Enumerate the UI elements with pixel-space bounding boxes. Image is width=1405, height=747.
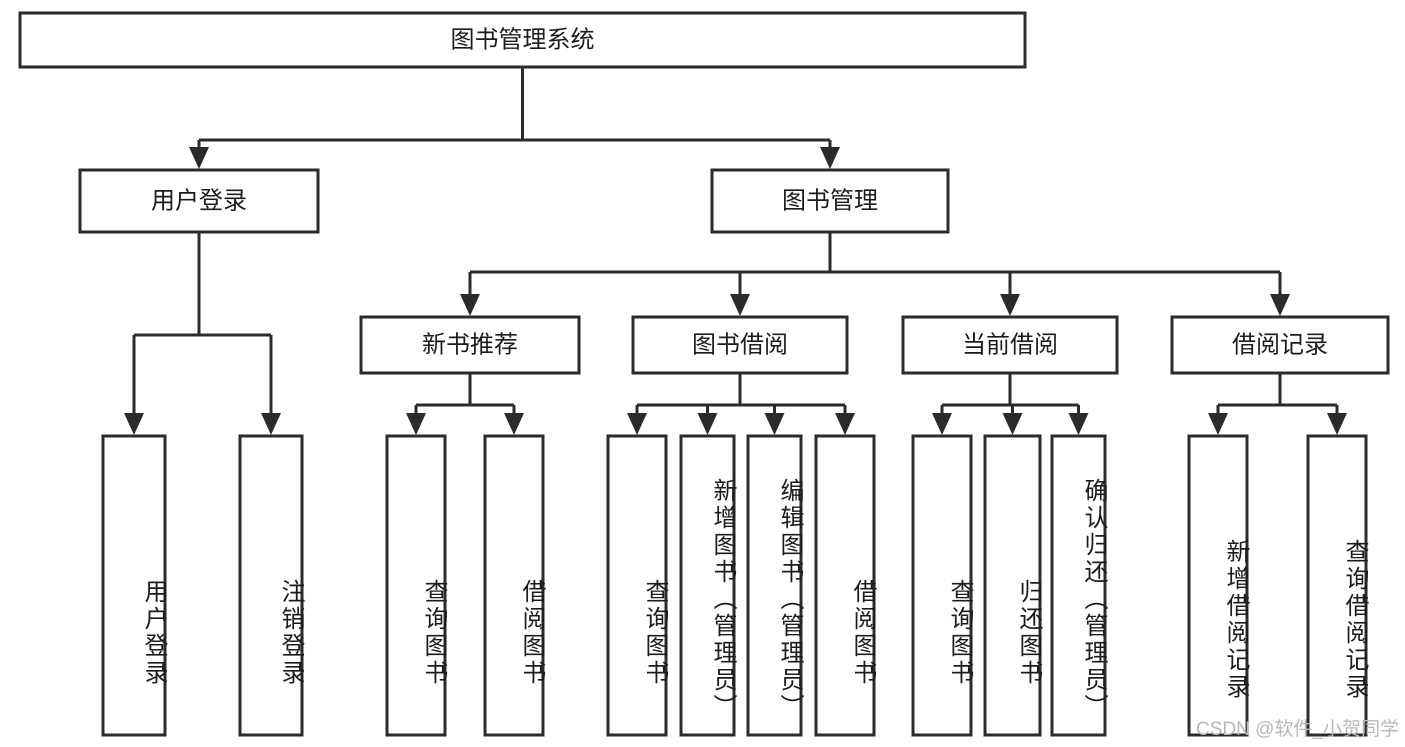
connector-group-book-manage [460, 232, 1290, 316]
connector-group-root [189, 67, 840, 169]
node-label-current-borrow: 当前借阅 [962, 331, 1058, 358]
node-box-book-borrow[interactable] [631, 315, 849, 375]
node-box-leaf-add-record[interactable] [1187, 434, 1249, 737]
node-box-borrow-record[interactable] [1170, 315, 1390, 375]
node-box-leaf-query-book-borrow[interactable] [606, 434, 668, 737]
node-box-leaf-borrow-book-rec[interactable] [483, 434, 545, 737]
node-box-leaf-return-book[interactable] [983, 434, 1042, 737]
node-label-borrow-record: 借阅记录 [1232, 331, 1328, 358]
node-label-user-login: 用户登录 [151, 187, 247, 214]
node-box-root[interactable] [18, 11, 1027, 69]
node-box-leaf-user-login[interactable] [101, 434, 167, 737]
node-box-leaf-add-book[interactable] [679, 434, 736, 737]
connector-group-current-borrow [932, 373, 1089, 435]
node-box-leaf-query-book-rec[interactable] [385, 434, 447, 737]
csdn-watermark: CSDN @软件_小贺同学 [1196, 719, 1399, 740]
box-layer [18, 11, 1390, 737]
node-box-current-borrow[interactable] [901, 315, 1119, 375]
node-box-new-book-rec[interactable] [359, 315, 581, 375]
node-box-leaf-query-book-cur[interactable] [911, 434, 973, 737]
node-box-user-login[interactable] [78, 168, 320, 234]
node-box-leaf-logout[interactable] [238, 434, 304, 737]
connector-group-user-login [124, 232, 281, 435]
node-label-new-book-rec: 新书推荐 [422, 331, 518, 358]
node-box-book-manage[interactable] [710, 168, 950, 234]
node-box-leaf-borrow-book[interactable] [814, 434, 876, 737]
connector-group-new-book-rec [406, 373, 524, 435]
node-label-root: 图书管理系统 [451, 26, 595, 53]
node-label-book-borrow: 图书借阅 [692, 331, 788, 358]
connector-layer [124, 67, 1347, 435]
connector-group-book-borrow [627, 373, 855, 435]
node-label-book-manage: 图书管理 [782, 187, 878, 214]
node-box-leaf-edit-book[interactable] [746, 434, 803, 737]
node-box-leaf-query-record[interactable] [1306, 434, 1368, 737]
connector-group-borrow-record [1208, 373, 1347, 435]
node-box-leaf-confirm-return[interactable] [1050, 434, 1107, 737]
